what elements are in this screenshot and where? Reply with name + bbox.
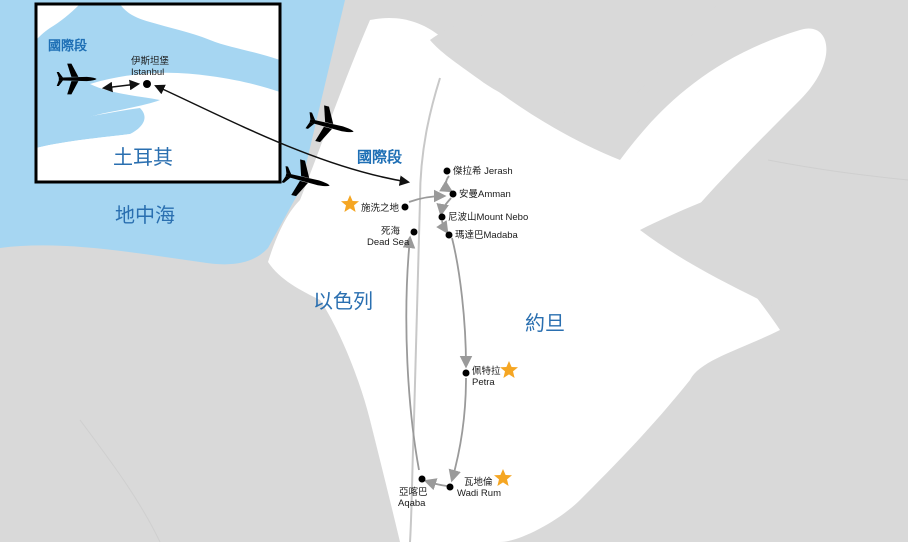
city-label-jerash: 傑拉希 Jerash <box>453 165 513 177</box>
inset-land <box>36 4 80 40</box>
city-dot-icon <box>445 231 453 239</box>
city-label-petra-en: Petra <box>472 377 495 388</box>
international-route <box>154 84 411 186</box>
land-gray-east <box>640 160 908 340</box>
jordan-river <box>409 77 441 542</box>
city-dot-icon <box>449 190 457 198</box>
international-label-inset: 國際段 <box>48 38 87 54</box>
region-label-jordan: 約旦 <box>525 311 565 335</box>
city-dots <box>143 80 470 491</box>
istanbul-link <box>101 79 141 93</box>
city-label-aqaba-en: Aqaba <box>398 498 426 509</box>
city-label-aqaba-zh: 亞喀巴 <box>399 486 428 498</box>
city-label-wadirum-en: Wadi Rum <box>457 488 501 499</box>
city-dot-icon <box>143 80 151 88</box>
region-label-mediterranean: 地中海 <box>115 203 175 227</box>
city-label-baptism: 施洗之地 <box>361 202 400 214</box>
city-dot-icon <box>438 213 446 221</box>
city-label-istanbul-en: Istanbul <box>131 67 164 78</box>
city-dot-icon <box>462 369 470 377</box>
city-label-wadirum-zh: 瓦地倫 <box>464 476 493 488</box>
city-dot-icon <box>401 203 409 211</box>
city-label-deadsea-en: Dead Sea <box>367 237 410 248</box>
city-dot-icon <box>443 167 451 175</box>
land-gray-north <box>430 0 720 114</box>
border-line-2 <box>79 419 161 542</box>
city-label-deadsea-zh: 死海 <box>381 225 401 237</box>
city-label-amman: 安曼Amman <box>459 188 511 200</box>
city-dot-icon <box>418 475 426 483</box>
region-label-israel: 以色列 <box>313 289 373 313</box>
city-dot-icon <box>446 483 454 491</box>
city-label-petra-zh: 佩特拉 <box>472 365 501 377</box>
city-label-madaba: 瑪達巴Madaba <box>455 229 519 241</box>
region-label-turkey: 土耳其 <box>113 145 173 169</box>
border-line <box>767 159 908 181</box>
international-label: 國際段 <box>357 148 402 166</box>
city-dot-icon <box>410 228 418 236</box>
domestic-route <box>402 175 473 491</box>
city-label-istanbul-zh: 伊斯坦堡 <box>131 55 170 67</box>
city-label-nebo: 尼波山Mount Nebo <box>448 211 528 223</box>
